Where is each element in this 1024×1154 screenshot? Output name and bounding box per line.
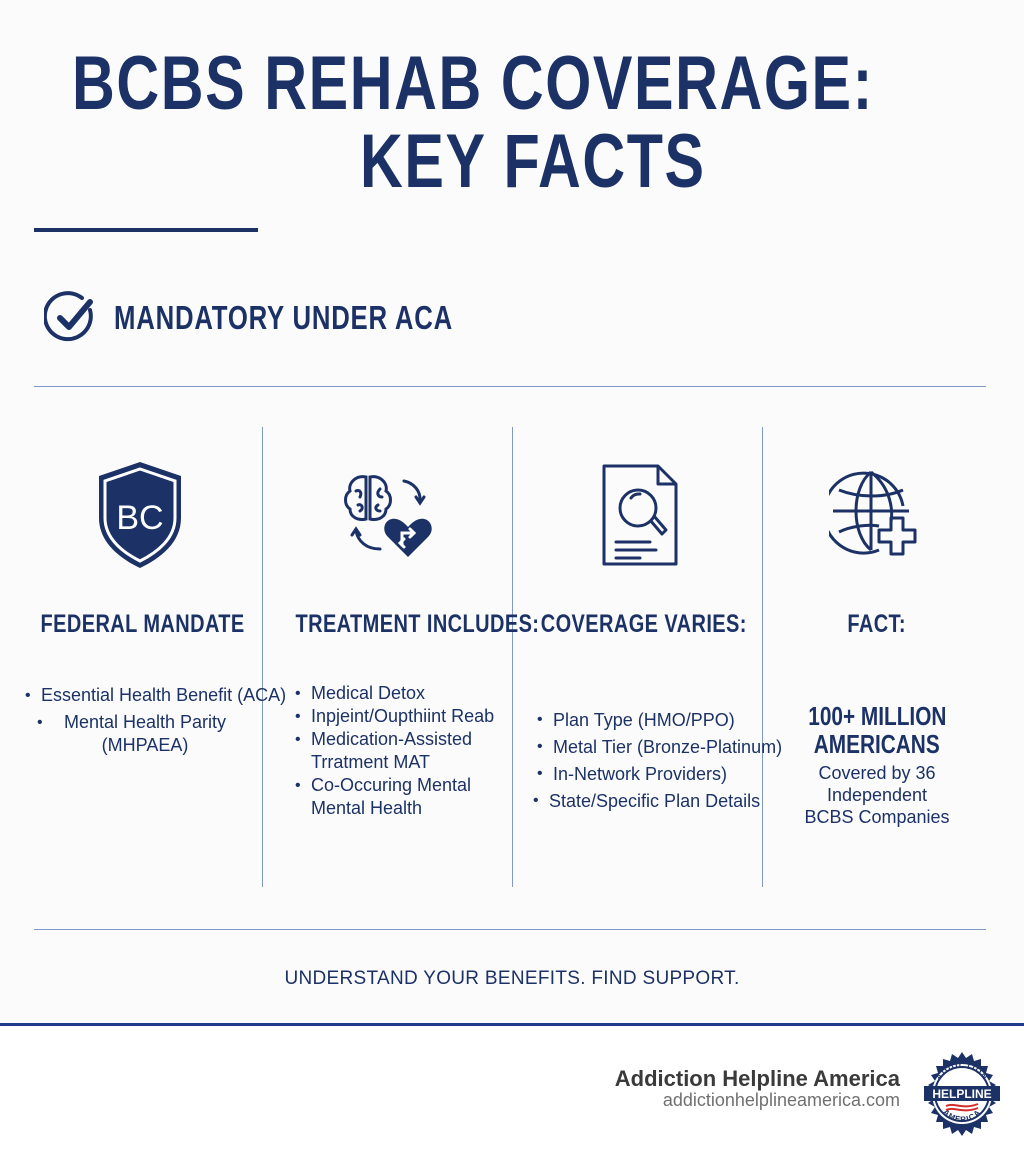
svg-text:BC: BC: [116, 499, 163, 537]
column-fact: FACT: 100+ MILLION AMERICANS Covered by …: [752, 440, 1002, 827]
column-heading: COVERAGE VARIES:: [540, 610, 747, 638]
divider-top: [34, 386, 986, 387]
column-divider-1: [262, 427, 263, 887]
check-circle-icon: [44, 291, 93, 342]
globe-plus-icon: [829, 470, 917, 556]
fact-headline: 100+ MILLION AMERICANS: [807, 701, 947, 759]
page-title-line-1: BCBS REHAB COVERAGE:: [72, 41, 874, 126]
divider-bottom: [34, 929, 986, 930]
column-divider-2: [512, 427, 513, 887]
tagline: UNDERSTAND YOUR BENEFITS. FIND SUPPORT.: [284, 968, 740, 989]
list-item: Plan Type (HMO/PPO): [537, 708, 797, 732]
footer-bar: [0, 1023, 1024, 1026]
document-search-icon: [602, 464, 678, 566]
bullet-list: Medical Detox Inpjeint/Oupthiint Reab Me…: [295, 682, 515, 820]
column-federal-mandate: BC FEDERAL MANDATE Essential Health Bene…: [15, 440, 286, 755]
list-item: Medical Detox: [295, 682, 515, 705]
bullet-list: Essential Health Benefit (ACA) Mental He…: [25, 684, 305, 761]
bullet-list: Plan Type (HMO/PPO) Metal Tier (Bronze-P…: [533, 708, 797, 817]
column-heading: FEDERAL MANDATE: [40, 610, 245, 638]
column-heading: TREATMENT INCLUDES:: [295, 610, 540, 638]
footer: Addiction Helpline America addictionhelp…: [0, 1026, 1024, 1154]
svg-text:HELPLINE: HELPLINE: [932, 1087, 991, 1101]
title-underline: [34, 228, 258, 232]
fact-description: Covered by 36 Independent BCBS Companies: [804, 763, 950, 827]
brand-url-link[interactable]: addictionhelplineamerica.com: [662, 1090, 900, 1110]
column-coverage-varies: COVERAGE VARIES: Plan Type (HMO/PPO) Met…: [515, 440, 782, 813]
list-item: In-Network Providers): [537, 762, 797, 786]
mandatory-banner: MANDATORY UNDER ACA: [44, 290, 549, 346]
column-heading: FACT:: [847, 610, 907, 638]
brand-name: Addiction Helpline America: [614, 1066, 900, 1091]
list-item: Essential Health Benefit (ACA): [25, 684, 305, 707]
page-title-line-2: KEY FACTS: [360, 119, 706, 204]
list-item: Mental Health Parity (MHPAEA): [37, 711, 237, 757]
brain-heart-cycle-icon: [344, 475, 432, 557]
list-item: Inpjeint/Oupthiint Reab: [295, 705, 515, 728]
list-item: State/Specific Plan Details: [533, 789, 797, 813]
shield-bc-icon: BC: [99, 462, 181, 568]
mandatory-label: MANDATORY UNDER ACA: [114, 299, 453, 336]
list-item: Medication-Assisted Trratment MAT: [295, 728, 485, 774]
column-treatment-includes: TREATMENT INCLUDES: Medical Detox Inpjei…: [265, 440, 539, 818]
list-item: Metal Tier (Bronze-Platinum): [537, 735, 797, 759]
column-divider-3: [762, 427, 763, 887]
list-item: Co-Occuring Mental Mental Health: [295, 774, 485, 820]
helpline-seal-icon: ADDICTION HELPLINE AMERICA: [924, 1052, 1000, 1136]
